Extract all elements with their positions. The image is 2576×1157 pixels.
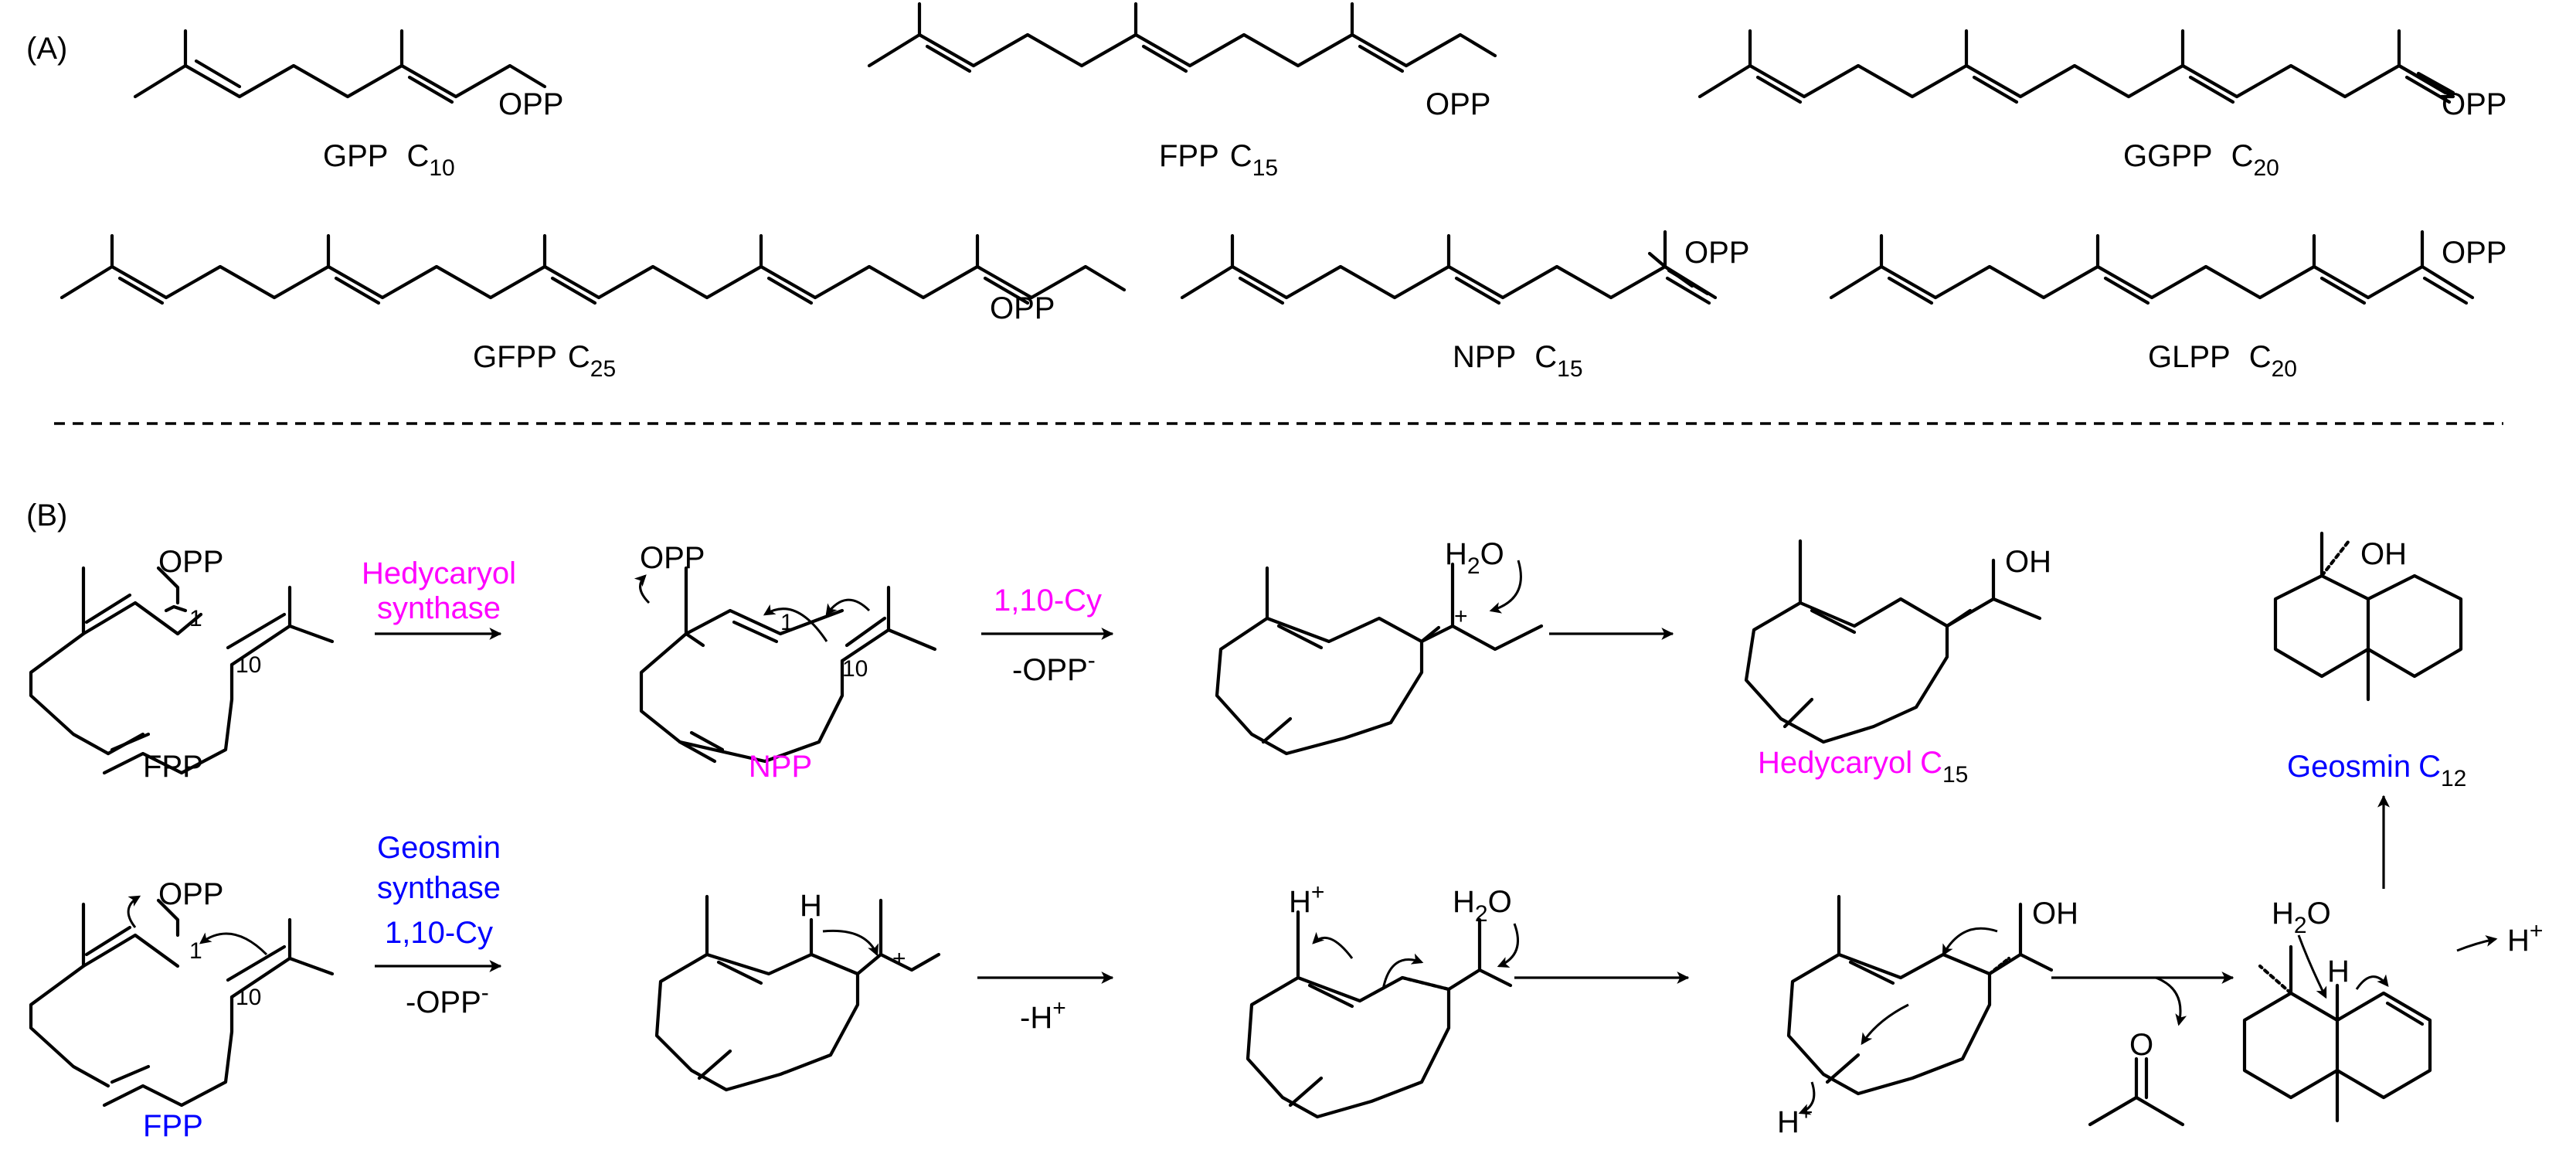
geosmin-leaving-group: -OPP- xyxy=(406,980,489,1019)
cyclopropyl-intermediate-structure xyxy=(1246,910,1513,1119)
curly-arrow-npp-2 xyxy=(825,598,871,617)
curly-arrow-protonation xyxy=(1798,1081,1816,1115)
fpp-folded-structure-row2 xyxy=(29,898,335,1108)
water-2: H2O xyxy=(1453,885,1512,927)
bicyclic-intermediate-structure xyxy=(2242,944,2432,1123)
curly-arrow-water-attack-2 xyxy=(1497,923,1519,968)
npp-locant-1: 1 xyxy=(780,610,794,635)
panel-label-b: (B) xyxy=(26,499,67,533)
fpp2-label: FPP xyxy=(143,1109,203,1143)
curly-arrow-cyclopropyl-2 xyxy=(1381,953,1424,990)
gpp-structure xyxy=(133,29,547,104)
curly-arrow-water-attack xyxy=(1489,560,1522,614)
curly-arrow-npp-1 xyxy=(763,604,828,642)
geosmin-structure xyxy=(2273,531,2463,702)
curly-arrow-bicyclic-shift xyxy=(2355,974,2389,990)
curly-arrow-bicyclic-water xyxy=(2297,934,2327,999)
npp-linear-structure xyxy=(1180,230,1718,305)
fpp-opp-label: OPP xyxy=(1426,87,1490,121)
hedycaryol-structure xyxy=(1744,539,2042,744)
cation-charge-2: + xyxy=(892,946,906,972)
germacradienyl-cation-row2 xyxy=(654,894,941,1092)
germacrenyl-cation-structure xyxy=(1215,562,1544,756)
npp-intermediate-structure xyxy=(639,566,937,764)
npp-opp-label: OPP xyxy=(1684,236,1749,270)
germacradienol-h-plus: H+ xyxy=(1777,1100,1813,1139)
hedycaryol-synthase-line2: synthase xyxy=(377,591,501,625)
hedy-cyclization-label: 1,10-Cy xyxy=(994,584,1102,618)
ggpp-opp-label: OPP xyxy=(2442,87,2506,121)
fpp1-locant-10: 10 xyxy=(236,652,261,678)
hedycaryol-oh: OH xyxy=(2005,545,2051,579)
curly-arrow-hydride-shift xyxy=(822,929,878,957)
bicyclic-h-plus: H+ xyxy=(2507,918,2543,958)
geosmin-cyclization-label: 1,10-Cy xyxy=(385,916,493,950)
geosmin-synthase-line2: synthase xyxy=(377,871,501,905)
geosmin-oh: OH xyxy=(2360,537,2407,571)
hedycaryol-synthase-line1: Hedycaryol xyxy=(362,556,516,590)
gpp-opp-label: OPP xyxy=(498,87,563,121)
water-1: H2O xyxy=(1445,537,1504,579)
fpp2-opp: OPP xyxy=(158,877,223,911)
curly-arrow-fpp2-cyclize xyxy=(199,932,268,956)
npp-locant-10: 10 xyxy=(842,656,868,682)
fpp-structure xyxy=(867,2,1497,73)
cyclopropyl-h-plus: H+ xyxy=(1289,880,1324,919)
curly-arrow-cyclopropyl-1 xyxy=(1312,931,1354,959)
curly-arrow-acetone-loss xyxy=(2155,976,2187,1026)
fpp1-locant-1: 1 xyxy=(189,606,202,631)
deprotonation-label: -H+ xyxy=(1020,995,1066,1035)
hedy-leaving-group: -OPP- xyxy=(1012,648,1096,687)
curly-arrow-bicyclic-deprotonation xyxy=(2456,935,2498,952)
gfpp-structure xyxy=(59,233,1127,305)
germacradienol-oh: OH xyxy=(2032,897,2078,931)
geosmin-synthase-line1: Geosmin xyxy=(377,831,501,865)
fpp1-label: FPP xyxy=(143,750,203,784)
acetone-oxygen: O xyxy=(2129,1028,2153,1062)
cation-charge-1: + xyxy=(1454,604,1468,629)
curly-arrow-germacradienol-2 xyxy=(1861,1003,1909,1046)
gfpp-opp-label: OPP xyxy=(990,291,1055,325)
glpp-structure xyxy=(1829,230,2475,305)
fpp-folded-structure-row1 xyxy=(29,566,335,775)
bicyclic-water: H2O xyxy=(2272,897,2331,938)
fpp2-locant-10: 10 xyxy=(236,985,261,1010)
germacradienyl-h: H xyxy=(800,889,822,923)
bicyclic-h: H xyxy=(2327,955,2350,989)
ggpp-structure xyxy=(1698,29,2455,104)
curly-arrow-opp-leave xyxy=(634,574,651,604)
glpp-opp-label: OPP xyxy=(2442,236,2506,270)
npp-label: NPP xyxy=(749,750,812,784)
fpp2-locant-1: 1 xyxy=(189,938,202,964)
germacradienol-structure xyxy=(1786,894,2054,1096)
curly-arrow-fpp2-opp xyxy=(127,895,141,928)
npp-opp: OPP xyxy=(640,541,705,575)
fpp1-opp: OPP xyxy=(158,545,223,579)
acetone-structure xyxy=(2088,1057,2185,1127)
panel-label-a: (A) xyxy=(26,32,67,66)
curly-arrow-germacradienol-1 xyxy=(1942,927,1998,957)
